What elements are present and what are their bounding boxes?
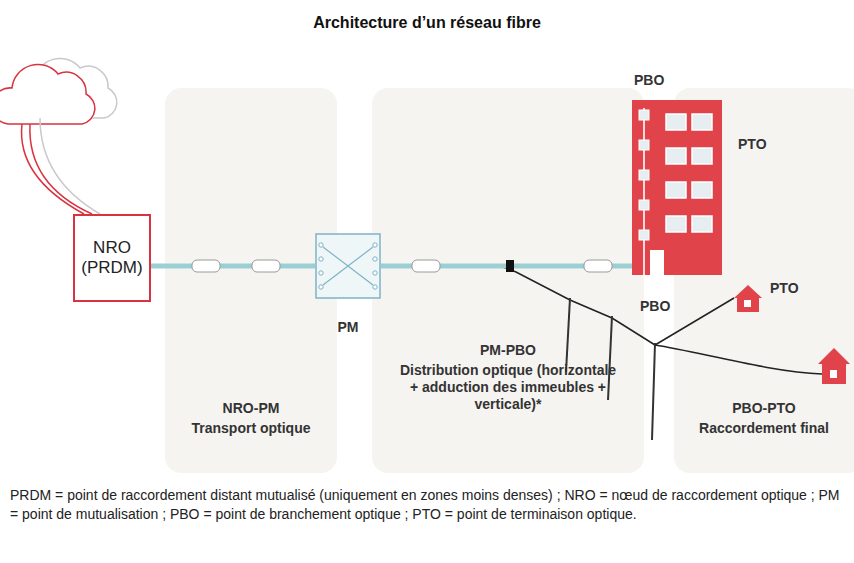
band-description: Raccordement final (678, 420, 850, 437)
node-label: PBO (634, 72, 684, 89)
network-wire (40, 118, 100, 214)
diagram-title: Architecture d’un réseau fibre (0, 14, 854, 32)
caption-text: PRDM = point de raccordement distant mut… (10, 486, 844, 524)
mutualisation-point: PM (305, 233, 391, 343)
band-heading: PBO-PTO (678, 400, 850, 417)
drop-cable (655, 345, 822, 374)
pm-shape (315, 233, 381, 299)
cable-sleeve (252, 260, 280, 272)
house-icon (818, 348, 850, 384)
aerial-cable (381, 266, 734, 345)
house: PTO (730, 276, 810, 312)
node-label: NRO (PRDM) (77, 238, 147, 279)
house-shape (734, 284, 762, 312)
cable-sleeve (584, 260, 612, 272)
network-wire (30, 124, 92, 214)
fiber-cable (151, 264, 315, 269)
point-label: PBO (640, 298, 670, 314)
band-area (372, 88, 644, 473)
band-heading: NRO-PM (171, 400, 331, 417)
band-description: Transport optique (171, 420, 331, 437)
utility-pole (652, 343, 655, 440)
node-label: PTO (770, 280, 810, 297)
node-label: PM (305, 319, 391, 336)
cable-sleeve (192, 260, 220, 272)
utility-pole (608, 316, 612, 400)
splice-box (506, 260, 514, 272)
band-panel: PM-PBO Distribution optique (horizontale … (372, 88, 644, 473)
cable-sleeve (412, 260, 440, 272)
band-panel (372, 88, 644, 473)
node-box: NRO (PRDM) (73, 214, 151, 302)
building: PBO PTO (628, 70, 798, 275)
band-panel: NRO-PM Transport optique (165, 88, 337, 473)
band-panel (165, 88, 337, 473)
band-heading: PM-PBO (378, 342, 638, 359)
building-shape (632, 100, 722, 275)
band-description: Distribution optique (horizontale + addu… (398, 362, 618, 412)
node-label: PTO (738, 136, 788, 153)
utility-pole (566, 298, 570, 372)
cloud-icon (0, 64, 95, 124)
